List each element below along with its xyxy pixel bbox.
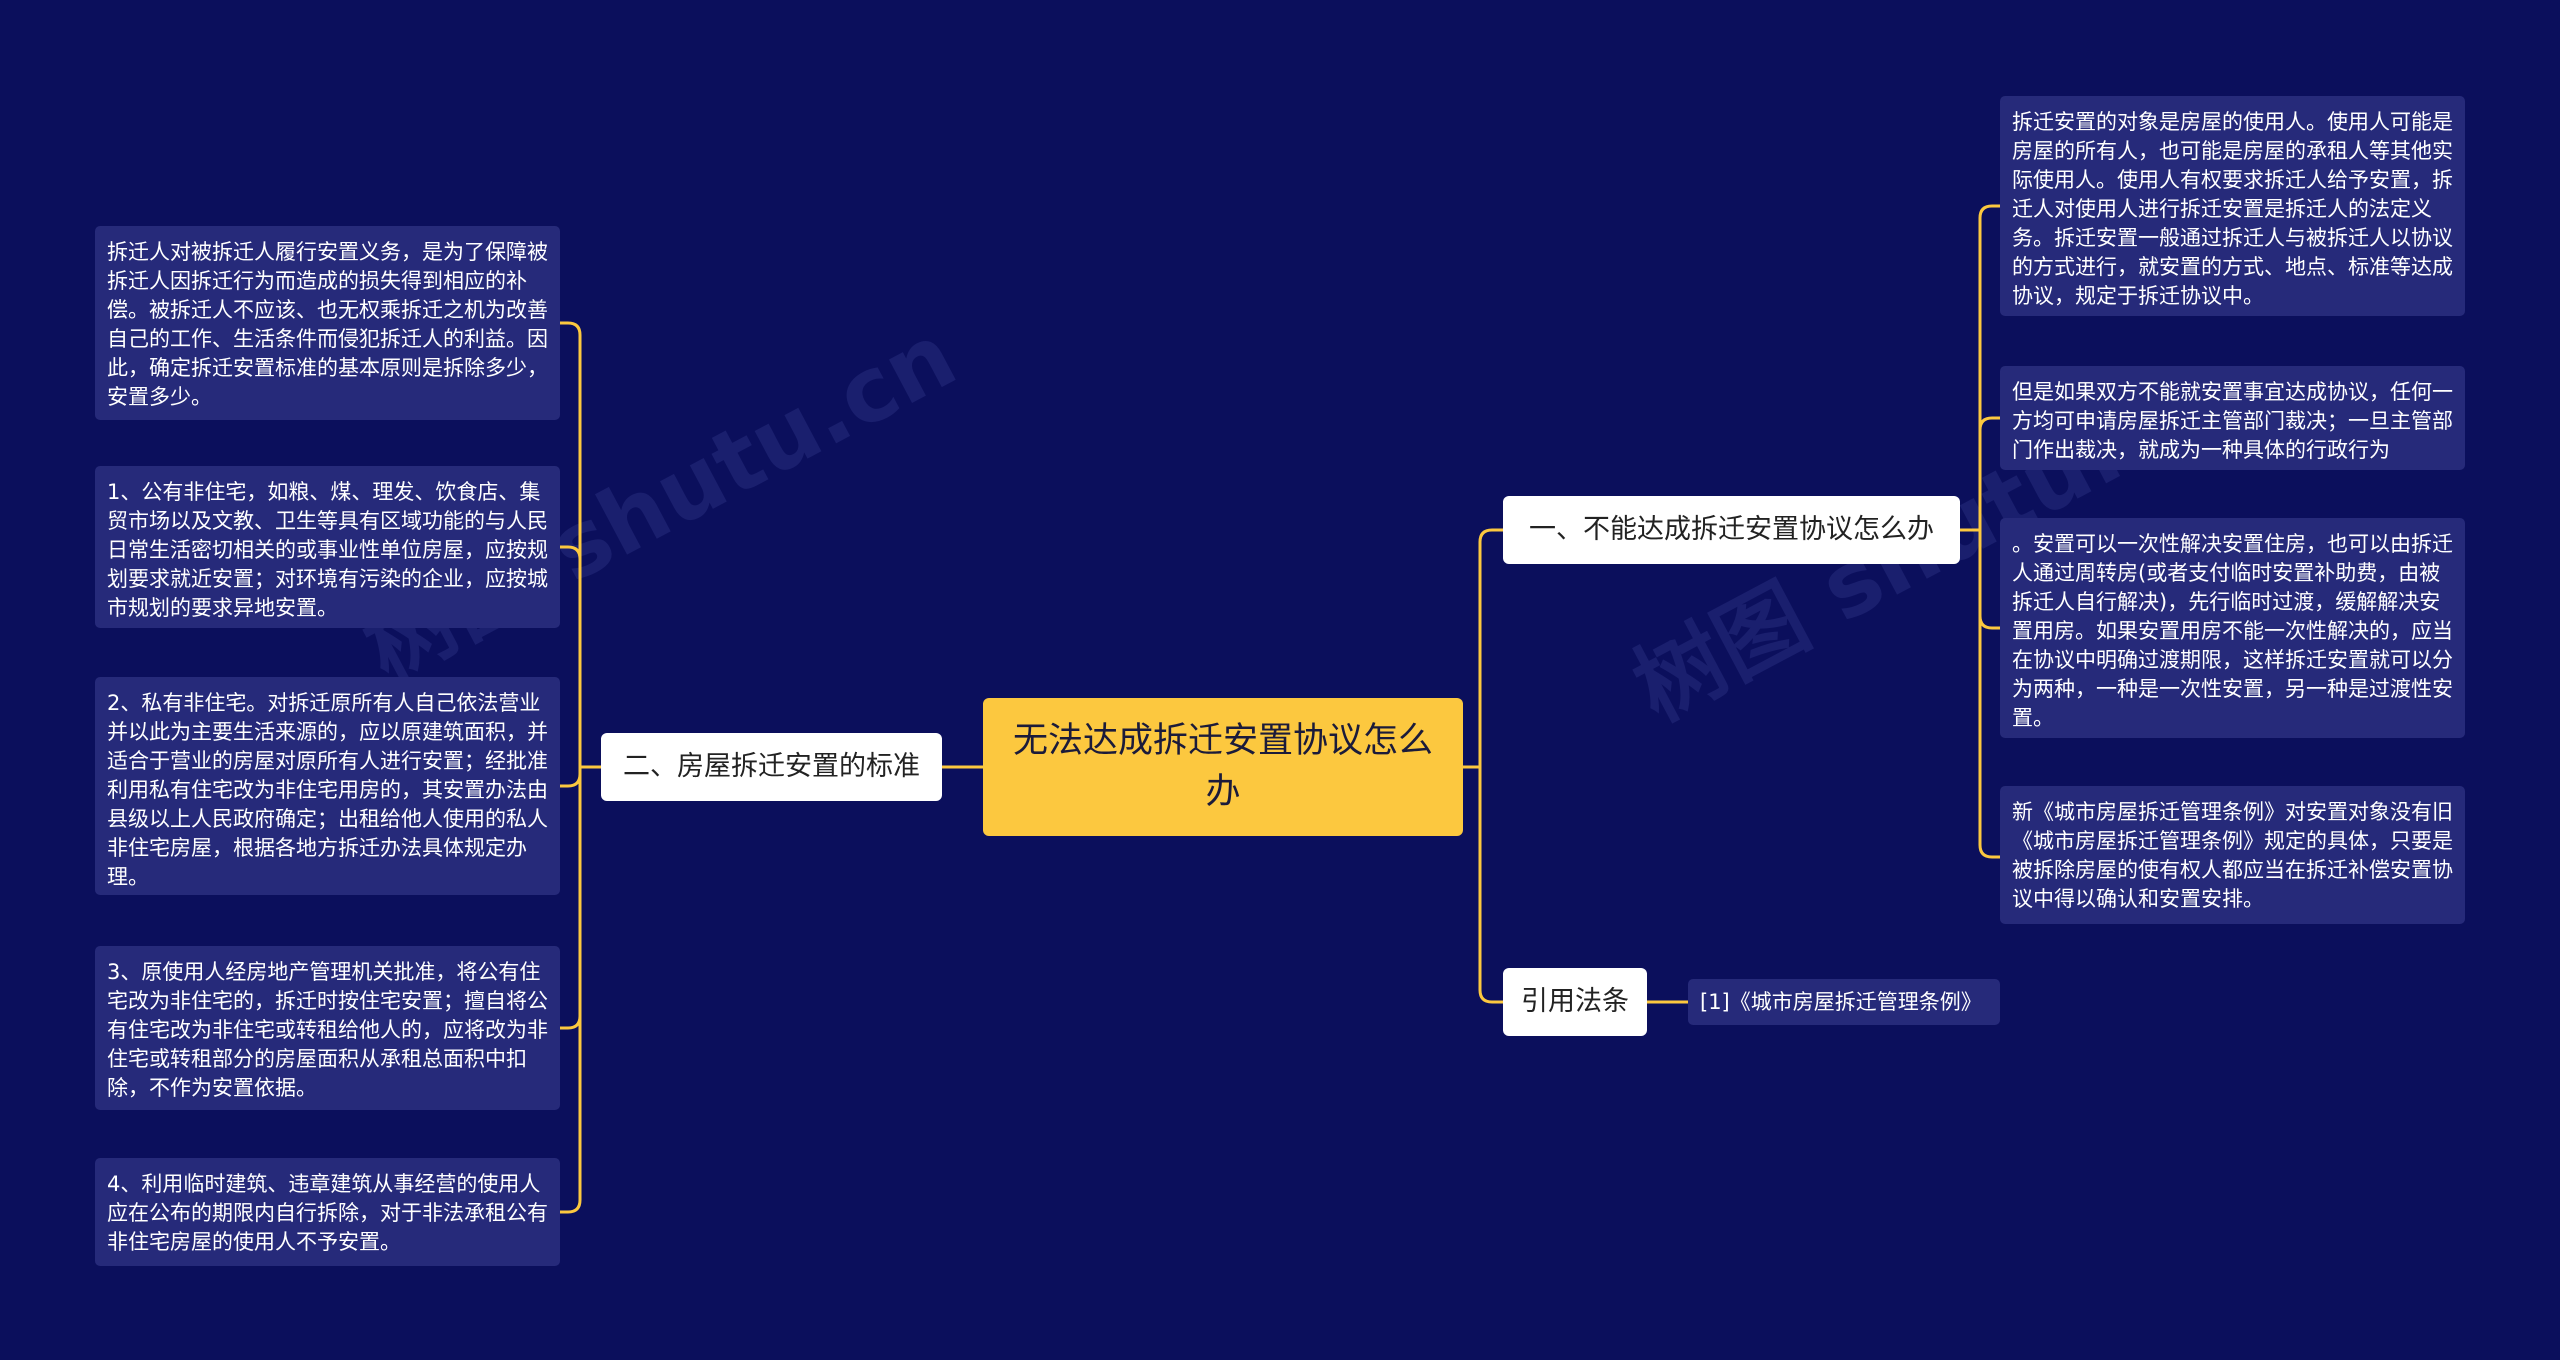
leaf-resettlement-methods[interactable]: 。安置可以一次性解决安置住房，也可以由拆迁人通过周转房(或者支付临时安置补助费，…	[2000, 518, 2465, 738]
branch-cited-law[interactable]: 引用法条	[1503, 968, 1647, 1036]
leaf-private-nonresidential[interactable]: 2、私有非住宅。对拆迁原所有人自己依法营业并以此为主要生活来源的，应以原建筑面积…	[95, 677, 560, 895]
connector-b2-l1	[560, 321, 601, 769]
leaf-resettlement-object[interactable]: 拆迁安置的对象是房屋的使用人。使用人可能是房屋的所有人，也可能是房屋的承租人等其…	[2000, 96, 2465, 316]
root-topic[interactable]: 无法达成拆迁安置协议怎么办	[983, 698, 1463, 836]
leaf-new-regulation[interactable]: 新《城市房屋拆迁管理条例》对安置对象没有旧《城市房屋拆迁管理条例》规定的具体，只…	[2000, 786, 2465, 924]
leaf-temporary-buildings[interactable]: 4、利用临时建筑、违章建筑从事经营的使用人应在公布的期限内自行拆除，对于非法承租…	[95, 1158, 560, 1266]
connector-b1-r1	[1960, 204, 2000, 532]
connector-root-b1	[1463, 528, 1503, 769]
branch-cannot-agree[interactable]: 一、不能达成拆迁安置协议怎么办	[1503, 496, 1960, 564]
leaf-public-nonresidential[interactable]: 1、公有非住宅，如粮、煤、理发、饮食店、集贸市场以及文教、卫生等具有区域功能的与…	[95, 466, 560, 628]
branch-standards[interactable]: 二、房屋拆迁安置的标准	[601, 733, 942, 801]
leaf-converted-housing[interactable]: 3、原使用人经房地产管理机关批准，将公有住宅改为非住宅的，拆迁时按住宅安置；擅自…	[95, 946, 560, 1110]
connector-b2-l5	[560, 765, 601, 1214]
connector-b2-l2	[560, 545, 601, 769]
connector-b1-r4	[1960, 528, 2000, 859]
leaf-principle[interactable]: 拆迁人对被拆迁人履行安置义务，是为了保障被拆迁人因拆迁行为而造成的损失得到相应的…	[95, 226, 560, 420]
leaf-regulation-citation[interactable]: [1]《城市房屋拆迁管理条例》	[1688, 979, 2000, 1025]
connector-root-b3	[1463, 765, 1503, 1004]
connector-b1-r2	[1960, 416, 2000, 532]
leaf-ruling[interactable]: 但是如果双方不能就安置事宜达成协议，任何一方均可申请房屋拆迁主管部门裁决；一旦主…	[2000, 366, 2465, 470]
